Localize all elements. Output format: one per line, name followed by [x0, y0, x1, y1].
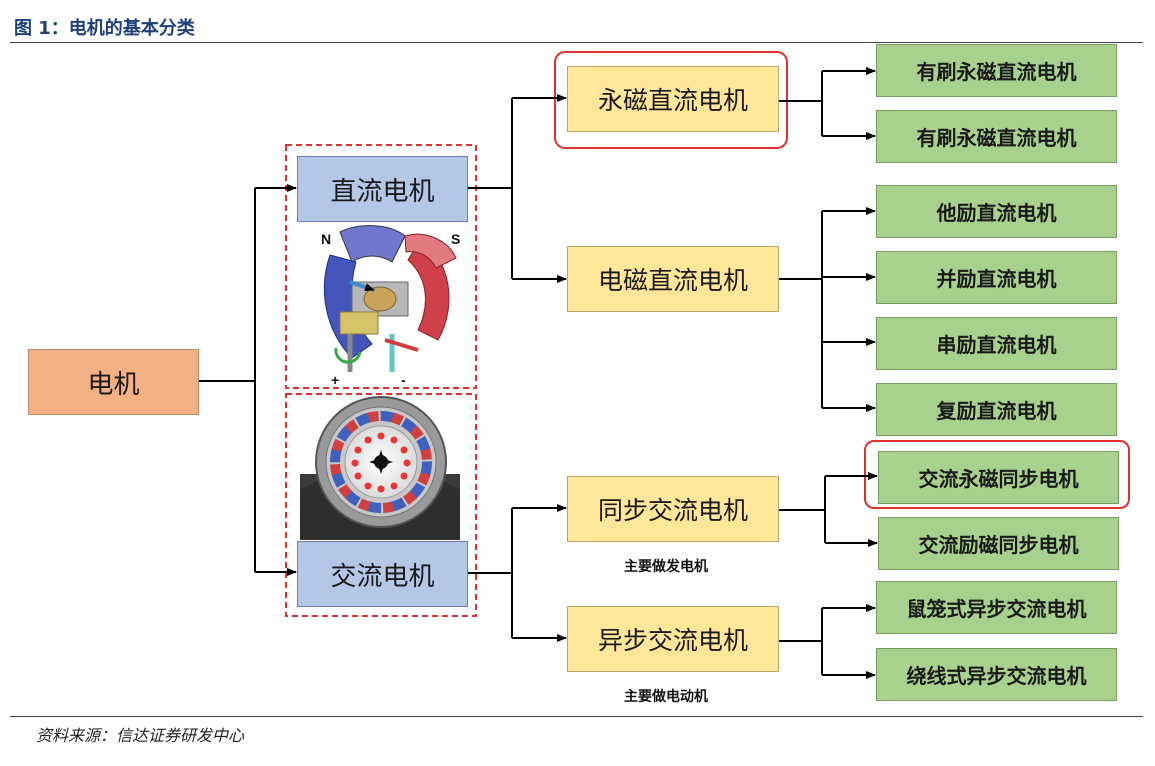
em-dc-motor-box: 电磁直流电机 [567, 246, 779, 312]
squirrel-cage-async-box: 鼠笼式异步交流电机 [876, 581, 1117, 634]
bottom-rule [10, 716, 1143, 717]
ac-dashed-frame [285, 393, 477, 617]
shunt-dc-box: 并励直流电机 [876, 251, 1117, 304]
wound-rotor-async-box: 绕线式异步交流电机 [876, 648, 1117, 701]
compound-dc-box: 复励直流电机 [876, 383, 1117, 436]
motor-root-box: 电机 [28, 349, 199, 415]
sync-ac-note: 主要做发电机 [624, 559, 708, 575]
ac-excited-sync-box: 交流励磁同步电机 [878, 517, 1119, 570]
ac-motor-box: 交流电机 [297, 541, 468, 607]
plus-terminal-label: + [331, 372, 339, 388]
dc-motor-box: 直流电机 [297, 156, 468, 222]
dc-motor-illustration: N S + - [321, 225, 460, 388]
south-pole-label: S [451, 231, 460, 247]
brushed-pm-dc-motor-box: 有刷永磁直流电机 [876, 44, 1117, 97]
source-note: 资料来源：信达证券研发中心 [36, 726, 245, 745]
async-ac-note: 主要做电动机 [624, 689, 708, 705]
pm-dc-motor-box: 永磁直流电机 [567, 66, 779, 132]
brushed-pm-dc-motor-box-2: 有刷永磁直流电机 [876, 110, 1117, 163]
series-dc-box: 串励直流电机 [876, 317, 1117, 370]
top-rule [10, 42, 1143, 43]
north-pole-label: N [321, 231, 331, 247]
ac-motor-illustration [300, 396, 460, 540]
ac-pmsm-box: 交流永磁同步电机 [878, 451, 1119, 504]
dc-dashed-frame [285, 144, 477, 389]
async-ac-motor-box: 异步交流电机 [567, 606, 779, 672]
minus-terminal-label: - [401, 372, 406, 388]
sync-ac-motor-box: 同步交流电机 [567, 476, 779, 542]
pmsm-highlight-frame [864, 440, 1130, 509]
separately-excited-dc-box: 他励直流电机 [876, 185, 1117, 238]
figure-title: 图 1：电机的基本分类 [14, 18, 195, 39]
